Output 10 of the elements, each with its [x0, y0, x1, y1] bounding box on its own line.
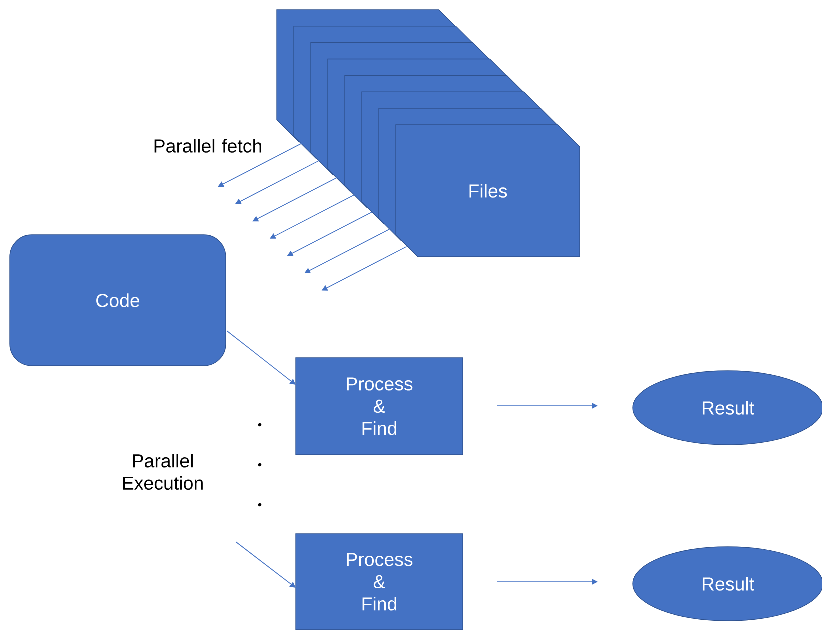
file-stack: Files	[276, 10, 580, 258]
arrow	[218, 142, 304, 188]
process-box: Process & Find	[296, 358, 464, 456]
arrow	[304, 229, 390, 274]
arrow	[236, 542, 296, 588]
arrow	[226, 330, 296, 385]
code-box: Code	[10, 234, 226, 366]
process-box: Process & Find	[296, 534, 464, 630]
text-label: Parallel Execution	[123, 454, 203, 490]
text-label: Parallel fetch	[154, 139, 262, 153]
